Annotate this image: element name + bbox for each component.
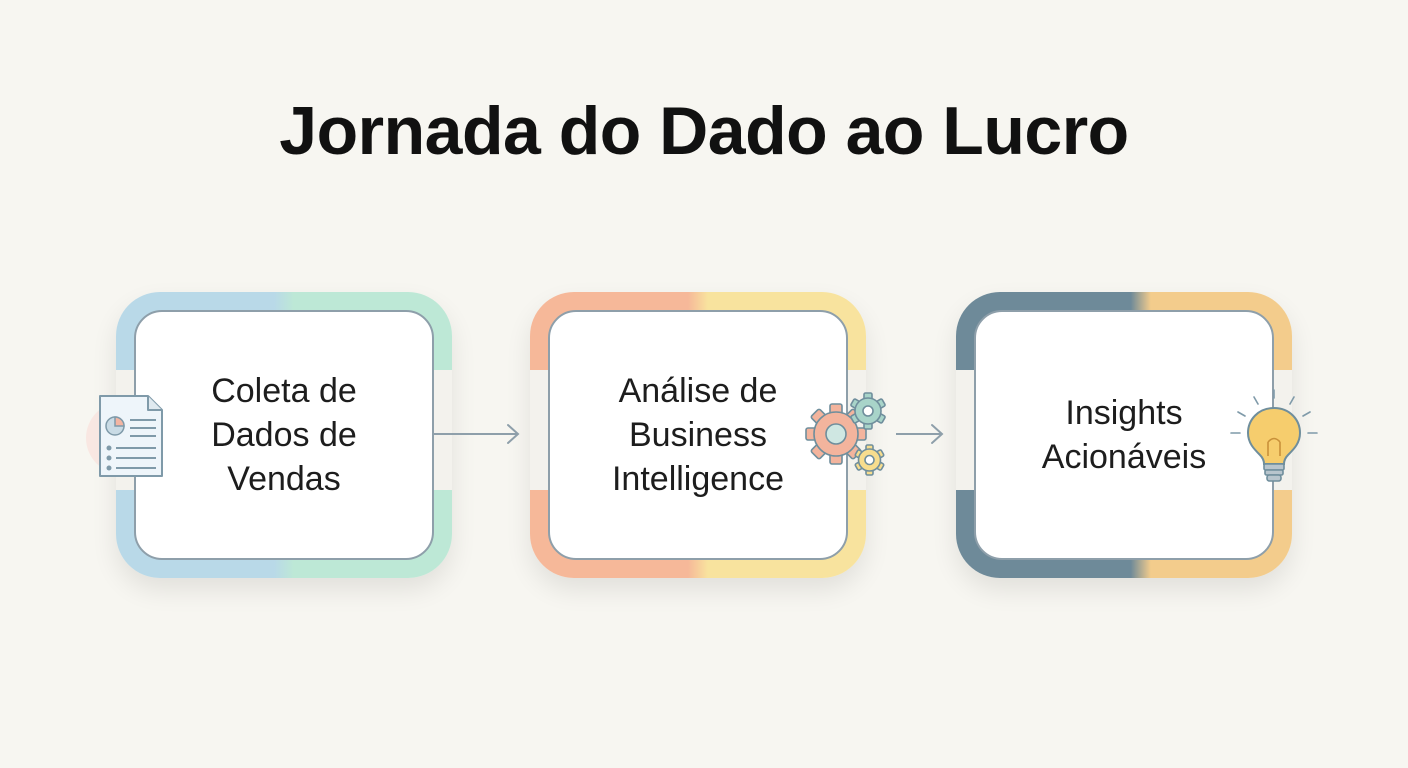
step-card-inner: Coleta de Dados de Vendas [134, 310, 434, 560]
lightbulb-icon [1230, 389, 1318, 482]
step-card-inner: Análise de Business Intelligence [548, 310, 848, 560]
step-label-line: Vendas [227, 460, 341, 498]
flow-arrow-2 [896, 424, 944, 444]
gears-icon [805, 392, 886, 476]
diagram-title: Jornada do Dado ao Lucro [279, 93, 1129, 169]
step-label-line: Insights [1065, 394, 1183, 432]
step-label-line: Intelligence [611, 460, 784, 498]
step-label: Insights Acionáveis [1042, 391, 1206, 479]
flow-arrow-1 [434, 424, 520, 444]
step-card-actionable-insights: Insights Acionáveis [956, 292, 1292, 578]
step-label-line: Análise de [618, 372, 778, 410]
step-label-line: Acionáveis [1041, 438, 1207, 476]
document-chart-icon [86, 395, 163, 477]
step-label: Coleta de Dados de Vendas [211, 369, 357, 501]
step-card-inner: Insights Acionáveis [974, 310, 1274, 560]
step-label-line: Coleta de [211, 372, 357, 410]
step-label: Análise de Business Intelligence [612, 369, 784, 501]
step-label-line: Business [629, 416, 767, 454]
step-card-data-collection: Coleta de Dados de Vendas [116, 292, 452, 578]
step-label-line: Dados de [211, 416, 357, 454]
